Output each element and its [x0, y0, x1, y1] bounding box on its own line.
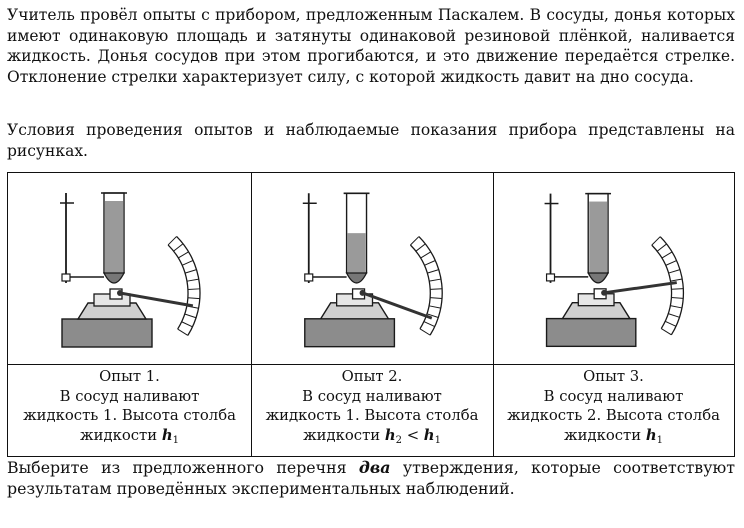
stand-block [76, 302, 148, 320]
scale-tick [423, 321, 435, 328]
scale-tick [670, 305, 683, 309]
experiment-text: жидкость 1. Высота столба [23, 407, 236, 425]
scale-tick [184, 313, 197, 319]
scale-tick [651, 236, 661, 246]
experiment-title: Опыт 3. [583, 368, 644, 385]
stand-base [304, 318, 396, 348]
membrane-bulb [345, 272, 368, 284]
task-paragraph: Выберите из предложенного перечня два ут… [7, 458, 735, 498]
experiment-height: жидкости h2 < h1 [303, 426, 441, 446]
liquid-column [105, 201, 123, 273]
experiment-caption-3: Опыт 3. В сосуд наливают жидкость 2. Выс… [493, 367, 734, 455]
scale-tick [671, 297, 684, 299]
scale-tick [656, 243, 667, 252]
scale-tick [187, 288, 200, 290]
experiment-caption-1: Опыт 1. В сосуд наливают жидкость 1. Выс… [8, 367, 251, 455]
needle-pivot [359, 289, 366, 296]
scale-tick [178, 251, 189, 259]
stand-block [319, 302, 390, 320]
experiment-height: жидкости h1 [80, 426, 179, 446]
clamp-screw [61, 273, 71, 282]
experiment-title: Опыт 1. [99, 368, 160, 385]
scale-tick [427, 269, 439, 274]
scale-tick [173, 243, 184, 252]
intro-paragraph: Учитель провёл опыты с прибором, предлож… [7, 6, 735, 86]
needle-pivot [601, 289, 608, 296]
stand-base [61, 318, 153, 348]
scale-tick [419, 328, 431, 336]
pointer-needle [119, 291, 194, 308]
stand-block [561, 302, 632, 320]
scale-tick [415, 243, 426, 252]
scale-tick [661, 328, 672, 336]
scale-tick [665, 260, 677, 266]
clamp-screw [545, 273, 556, 282]
experiment-text: В сосуд наливают [543, 387, 684, 405]
scale-tick [429, 278, 442, 282]
apparatus-figure-3 [544, 192, 685, 348]
experiment-text: жидкость 2. Высота столба [507, 407, 720, 425]
experiment-height: жидкости h1 [564, 426, 663, 446]
experiment-text: В сосуд наливают [59, 387, 200, 405]
pointer-needle [603, 281, 677, 295]
experiments-table: Опыт 1. В сосуд наливают жидкость 1. Выс… [7, 172, 735, 457]
needle-pivot [117, 290, 123, 296]
scale-tick [167, 236, 177, 246]
scale-tick [426, 313, 439, 318]
apparatus-figure-2 [302, 192, 443, 348]
membrane-bulb [587, 272, 610, 284]
apparatus-figure-1 [60, 192, 201, 348]
scale-tick [181, 260, 194, 266]
liquid-column [347, 233, 366, 273]
scale-tick [430, 297, 443, 299]
conditions-paragraph: Условия проведения опытов и наблюдаемые … [7, 121, 735, 160]
scale-tick [187, 297, 200, 300]
liquid-column [589, 201, 608, 273]
experiment-title: Опыт 2. [341, 368, 403, 385]
scale-tick [670, 278, 683, 282]
experiment-text: жидкость 1. Высота столба [265, 407, 479, 425]
experiment-text: В сосуд наливают [302, 387, 442, 405]
scale-tick [661, 251, 673, 259]
scale-tick [410, 236, 420, 246]
scale-tick [420, 251, 432, 259]
stand-base [545, 317, 637, 348]
scale-tick [181, 321, 193, 328]
scale-tick [668, 269, 681, 274]
scale-tick [186, 278, 199, 282]
scale-tick [668, 313, 680, 318]
pointer-needle [362, 291, 433, 320]
task-emphasis: два [358, 458, 391, 477]
scale-tick [424, 260, 436, 266]
scale-tick [184, 269, 197, 274]
clamp-screw [304, 273, 314, 282]
scale-arc [167, 235, 201, 336]
membrane-bulb [102, 272, 126, 284]
scale-tick [671, 288, 684, 290]
scale-arc [409, 236, 443, 336]
scale-arc [651, 236, 685, 336]
scale-tick [430, 288, 443, 290]
scale-tick [664, 320, 677, 327]
experiment-caption-2: Опыт 2. В сосуд наливают жидкость 1. Выс… [251, 367, 493, 455]
scale-tick [428, 305, 441, 309]
scale-tick [177, 328, 189, 336]
